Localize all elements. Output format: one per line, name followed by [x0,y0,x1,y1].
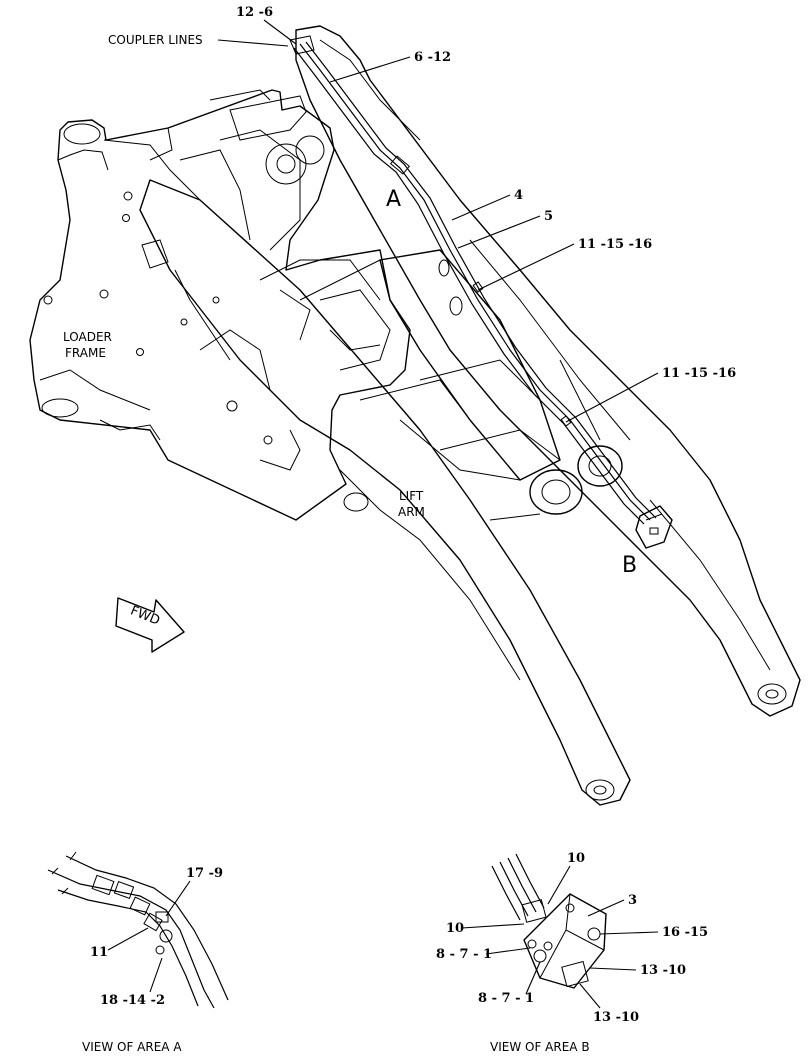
fwd-label: FWD [128,603,162,628]
callout-10-top: 10 [567,851,585,866]
lift-arm-label-line1: LIFT [399,489,424,503]
callout-5: 5 [544,209,553,224]
callout-group-top: 12 -6 COUPLER LINES 6 -12 4 5 11 -15 -16… [108,5,736,423]
callout-11: 11 [90,945,108,960]
leader-5 [457,215,541,249]
callout-13-10-lower: 13 -10 [593,1010,639,1025]
callout-4: 4 [514,188,523,203]
leader-11-15-16-lower [565,372,659,423]
area-a-marker: A [386,187,401,212]
callout-12-6: 12 -6 [236,5,273,20]
callout-10-left: 10 [446,921,464,936]
leader-8-7-1-lower [525,961,541,995]
leader-12-6 [263,19,297,45]
callout-8-7-1-lower: 8 - 7 - 1 [478,991,534,1006]
view-area-b-caption: VIEW OF AREA B [490,1040,590,1054]
leader-11 [107,927,149,951]
loader-frame-label-line1: LOADER [63,330,112,344]
loader-frame [29,89,411,521]
leader-10-top [547,865,571,905]
callout-17-9: 17 -9 [186,866,223,881]
leader-coupler-lines [217,39,289,47]
callout-8-7-1-upper: 8 - 7 - 1 [436,947,492,962]
leader-17-9 [165,880,191,917]
callout-11-15-16-lower: 11 -15 -16 [662,366,736,381]
leader-6-12 [329,56,411,83]
lift-arm-label-line2: ARM [398,505,425,519]
leader-8-7-1-upper [485,947,531,955]
callout-13-10-upper: 13 -10 [640,963,686,978]
coupler-manifold [635,505,673,549]
leader-11-15-16-upper [477,243,575,291]
leader-10-left [461,923,525,929]
callout-18-14-2: 18 -14 -2 [100,993,165,1008]
view-area-b-detail [491,853,607,989]
leader-4 [451,194,511,221]
view-area-a-caption: VIEW OF AREA A [82,1040,182,1054]
view-area-a-detail [47,851,229,1009]
tilt-pivot [489,359,623,521]
leader-16-15 [599,931,659,935]
lift-arm-left [139,179,631,806]
loader-frame-label-line2: FRAME [65,346,106,360]
callout-11-15-16-upper: 11 -15 -16 [578,237,652,252]
forward-arrow-icon: FWD [115,597,185,653]
coupler-hoses [289,35,657,525]
lift-arm-right [295,25,801,717]
leader-13-10-upper [589,967,637,971]
leader-13-10-lower [579,983,601,1009]
callout-16-15: 16 -15 [662,925,708,940]
callout-3: 3 [628,893,637,908]
callout-6-12: 6 -12 [414,50,451,65]
coupler-lines-label: COUPLER LINES [108,33,203,47]
leader-18-14-2 [149,957,163,993]
area-b-marker: B [622,553,637,578]
leader-3 [587,899,625,917]
